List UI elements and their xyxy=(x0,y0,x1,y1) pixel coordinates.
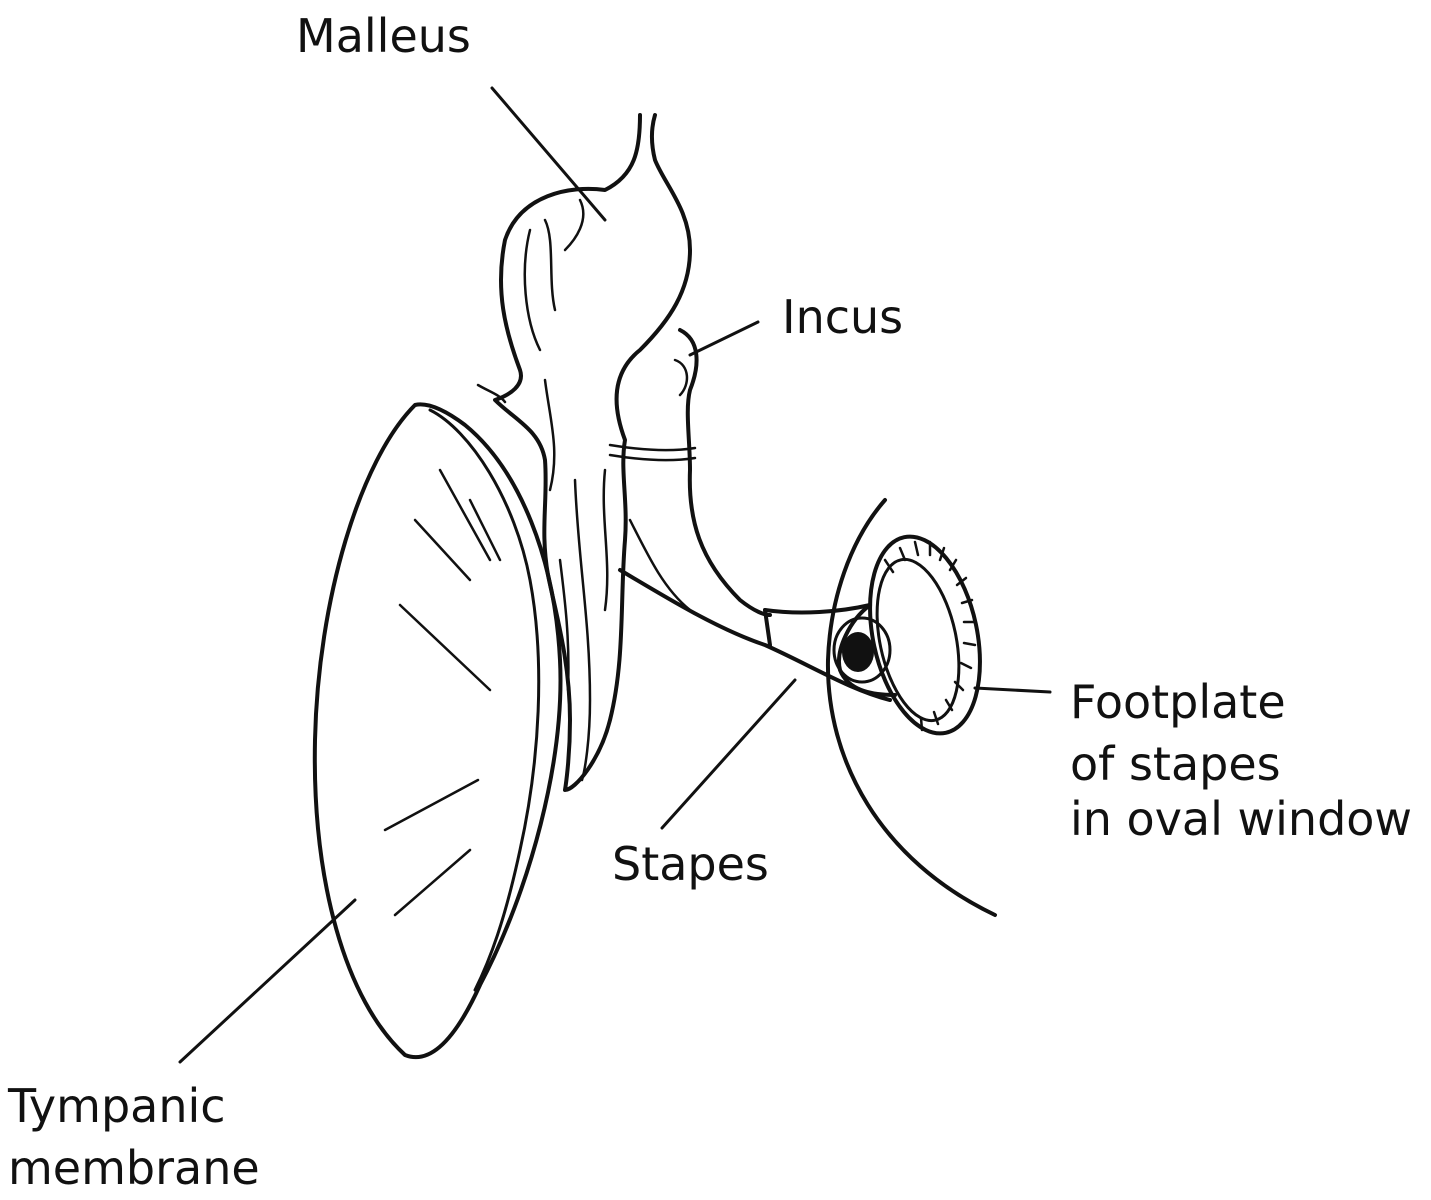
label-tympanic-line1: Tympanic xyxy=(7,1079,226,1133)
incus-outline xyxy=(678,328,772,617)
footplate-inner xyxy=(875,557,961,723)
oval-window xyxy=(825,498,997,917)
stapes-obturator-shade xyxy=(842,632,874,672)
label-footplate-line1: Footplate xyxy=(1070,675,1286,729)
tympanic-membrane-outline xyxy=(312,402,563,1060)
incus xyxy=(628,328,772,617)
footplate-ring xyxy=(868,534,982,736)
tympanic-leader xyxy=(178,898,357,1064)
tympanic-membrane-rim xyxy=(428,408,541,992)
label-incus: Incus xyxy=(782,290,903,344)
label-malleus: Malleus xyxy=(296,9,471,63)
tympanic-membrane-striations xyxy=(383,468,502,917)
stapes-obturator xyxy=(832,616,892,684)
leader-lines xyxy=(178,86,1052,1064)
vestibule-wall xyxy=(825,498,997,917)
label-tympanic-line2: membrane xyxy=(8,1141,260,1195)
stapes-leader xyxy=(660,678,797,830)
malleus-outline xyxy=(493,113,692,792)
annular-ligament-hatching xyxy=(883,540,977,732)
label-footplate-line3: in oval window xyxy=(1070,792,1412,846)
malleus-leader xyxy=(490,86,607,222)
stapes xyxy=(618,568,897,702)
footplate-leader xyxy=(973,686,1052,694)
malleus xyxy=(476,113,697,792)
incus-leader xyxy=(688,320,760,357)
stapes-neck xyxy=(763,608,772,647)
malleus-handle xyxy=(573,478,592,782)
tympanic-membrane xyxy=(312,402,563,1060)
label-stapes: Stapes xyxy=(612,837,769,891)
label-footplate-line2: of stapes xyxy=(1070,737,1281,791)
stapes-crura-upper xyxy=(763,603,872,615)
